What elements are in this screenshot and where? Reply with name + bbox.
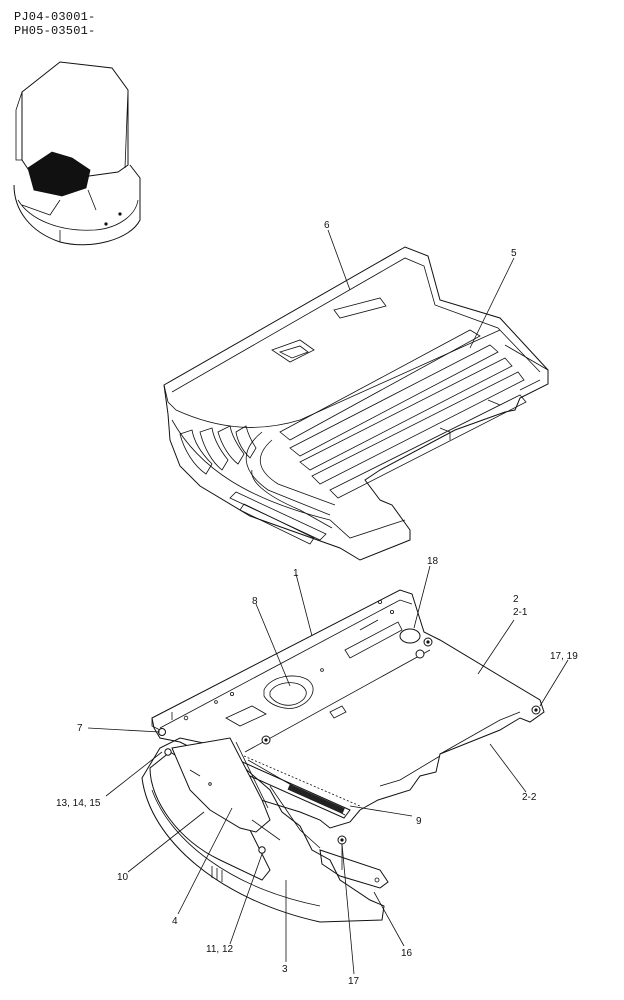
printer-locator-thumbnail [13, 61, 141, 246]
lower-guide-plate [141, 737, 389, 923]
callout-11-12: 11, 12 [206, 944, 233, 955]
callout-2-1: 2-1 [513, 607, 528, 618]
callout-1: 1 [293, 568, 299, 579]
callout-17-19: 17, 19 [550, 651, 578, 662]
model-code-2: PH05-03501- [14, 24, 96, 38]
model-code-1: PJ04-03001- [14, 10, 96, 24]
callout-3: 3 [282, 964, 288, 975]
leader-lines [87, 229, 569, 975]
callout-17: 17 [348, 976, 360, 987]
callout-2: 2 [513, 594, 519, 605]
callout-13-14-15: 13, 14, 15 [56, 798, 101, 809]
callout-7: 7 [77, 723, 83, 734]
callout-9: 9 [416, 816, 422, 827]
callout-4: 4 [172, 916, 178, 927]
callout-18: 18 [427, 556, 439, 567]
callout-2-2: 2-2 [522, 792, 537, 803]
callout-5: 5 [511, 248, 517, 259]
paper-guide-tray [163, 246, 549, 561]
callout-16: 16 [401, 948, 413, 959]
callout-6: 6 [324, 220, 330, 231]
callout-10: 10 [117, 872, 129, 883]
callout-8: 8 [252, 596, 258, 607]
callout-labels: 6 5 1 18 8 2 2-1 17, 19 7 13, 14, 15 9 2… [56, 220, 578, 987]
document-header: PJ04-03001- PH05-03501- [14, 10, 95, 38]
